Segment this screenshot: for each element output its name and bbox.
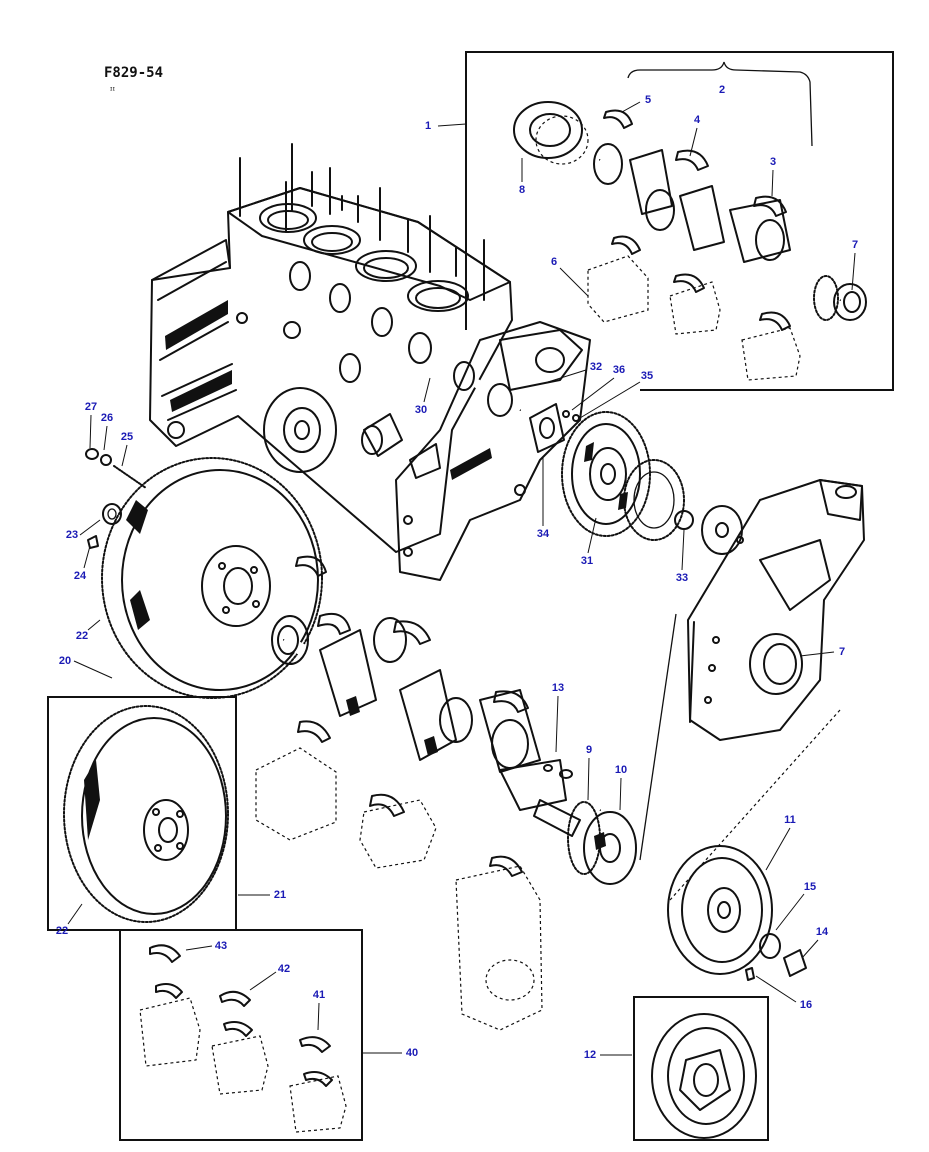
callout-number-30: 30 xyxy=(415,404,427,416)
callout-leader-5 xyxy=(621,101,641,113)
flywheel xyxy=(101,457,323,699)
callout-number-3: 3 xyxy=(770,156,776,168)
crankshaft-inset xyxy=(513,101,867,381)
callout-leader-35 xyxy=(579,381,641,419)
callout-leader-32 xyxy=(547,369,587,383)
callout-number-12: 12 xyxy=(584,1049,596,1061)
callout-leader-36 xyxy=(571,377,615,411)
callout-leader-16 xyxy=(755,975,797,1003)
callout-number-7: 7 xyxy=(839,646,845,658)
drawing-subnote: ᶦᶦ xyxy=(110,84,116,97)
callout-number-34: 34 xyxy=(537,528,550,540)
callout-number-13: 13 xyxy=(552,682,564,694)
flywheel-alt xyxy=(63,705,229,923)
callout-leader-7 xyxy=(799,651,835,657)
callout-leader-14 xyxy=(801,939,819,959)
crankshaft-pulley-alt xyxy=(651,1013,757,1139)
callout-leader-30 xyxy=(423,377,431,403)
bearing-set-frame xyxy=(119,929,363,1141)
timing-gasket xyxy=(529,403,580,453)
callout-leader-15 xyxy=(775,893,805,931)
callout-leader-24 xyxy=(83,545,91,569)
pulley-inset-frame xyxy=(633,996,769,1141)
callout-number-36: 36 xyxy=(613,364,625,376)
callout-number-40: 40 xyxy=(406,1047,418,1059)
callout-leader-9 xyxy=(587,757,590,801)
flywheel-fasteners xyxy=(85,448,147,549)
callout-number-33: 33 xyxy=(676,572,688,584)
callout-leader-6 xyxy=(559,267,589,297)
callout-number-42: 42 xyxy=(278,963,290,975)
callout-number-43: 43 xyxy=(215,940,227,952)
callout-leader-27 xyxy=(89,414,92,449)
callout-leader-43 xyxy=(185,945,213,951)
callout-number-5: 5 xyxy=(645,94,651,106)
callout-leader-20 xyxy=(73,660,113,679)
callout-number-6: 6 xyxy=(551,256,557,268)
callout-leader-22 xyxy=(67,903,83,925)
callout-leader-25 xyxy=(121,444,128,467)
flywheel-inset-frame xyxy=(47,696,237,931)
callout-number-20: 20 xyxy=(59,655,71,667)
callout-number-31: 31 xyxy=(581,555,593,567)
callout-number-26: 26 xyxy=(101,412,113,424)
camshaft-gear xyxy=(561,411,651,537)
callout-leader-1 xyxy=(437,123,467,127)
callout-number-14: 14 xyxy=(816,926,829,938)
callout-number-1: 1 xyxy=(425,120,431,132)
engine-block xyxy=(149,143,591,581)
callout-number-32: 32 xyxy=(590,361,602,373)
callout-number-4: 4 xyxy=(694,114,701,126)
callout-number-22: 22 xyxy=(56,925,68,937)
callout-leader-11 xyxy=(765,827,791,871)
crankshaft-inset-frame xyxy=(465,51,894,391)
main-bearing-caps xyxy=(255,747,543,1031)
callout-leader-7 xyxy=(851,252,856,291)
callout-leader-3 xyxy=(771,169,774,197)
assembly-guide-line xyxy=(639,613,677,861)
callout-number-9: 9 xyxy=(586,744,592,756)
callout-leader-33 xyxy=(681,529,685,571)
callout-number-7: 7 xyxy=(852,239,858,251)
callout-number-2: 2 xyxy=(719,84,725,96)
main-bearing-shells xyxy=(295,555,529,877)
callout-leader-23 xyxy=(79,519,101,536)
callout-number-41: 41 xyxy=(313,989,325,1001)
callout-number-35: 35 xyxy=(641,370,653,382)
callout-number-22: 22 xyxy=(76,630,88,642)
crankshaft-pulley xyxy=(667,845,807,981)
crankshaft-gear xyxy=(567,801,637,885)
callout-layer: 1234567789101112131415162021222223242526… xyxy=(56,84,858,1061)
callout-number-24: 24 xyxy=(74,570,87,582)
callout-number-11: 11 xyxy=(784,814,796,826)
crankshaft-main xyxy=(271,615,603,837)
callout-leader-10 xyxy=(619,777,622,811)
timing-cover xyxy=(687,479,865,741)
callout-number-25: 25 xyxy=(121,431,133,443)
crankshaft-sprocket xyxy=(623,459,743,555)
callout-leader-13 xyxy=(555,695,559,753)
callout-number-10: 10 xyxy=(615,764,627,776)
callout-number-21: 21 xyxy=(274,889,286,901)
callout-leader-41 xyxy=(317,1002,320,1031)
callout-leader-42 xyxy=(249,971,277,991)
callout-number-23: 23 xyxy=(66,529,78,541)
callout-leader-22 xyxy=(87,619,101,631)
callout-number-16: 16 xyxy=(800,999,812,1011)
bearing-set xyxy=(139,944,347,1133)
callout-leader-31 xyxy=(587,517,597,554)
callout-leader-4 xyxy=(689,127,698,157)
callout-number-8: 8 xyxy=(519,184,525,196)
drawing-code: F829-54 xyxy=(104,65,163,81)
callout-number-27: 27 xyxy=(85,401,97,413)
callout-leader-26 xyxy=(103,425,108,451)
group-brace xyxy=(627,61,813,147)
callout-number-15: 15 xyxy=(804,881,816,893)
